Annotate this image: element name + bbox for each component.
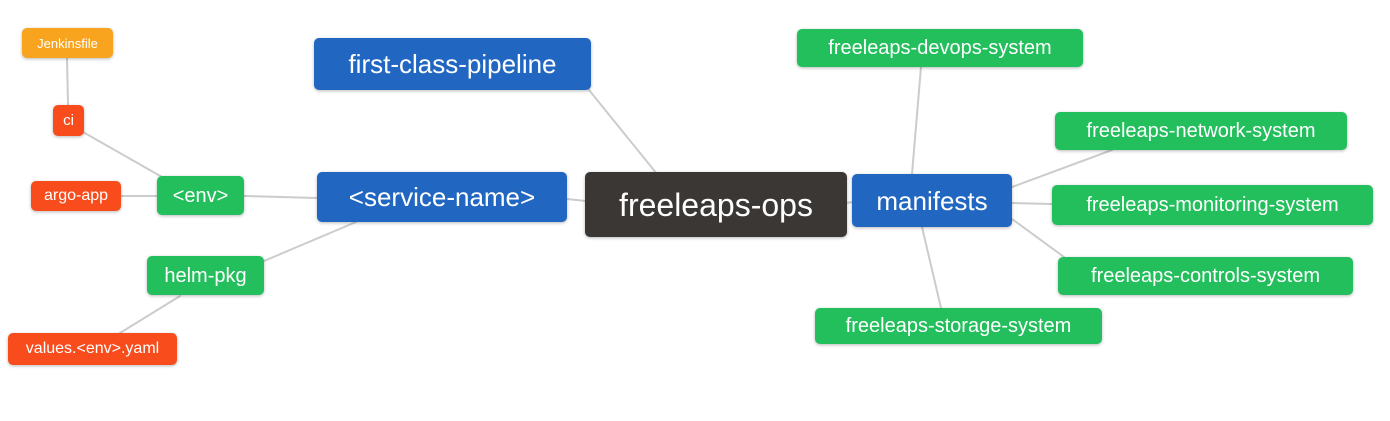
node-label: freeleaps-network-system xyxy=(1086,120,1316,142)
edge-manifests-freeleaps-devops-system xyxy=(911,66,922,175)
node-freeleaps-monitoring-system[interactable]: freeleaps-monitoring-system xyxy=(1052,185,1373,225)
node-label: freeleaps-ops xyxy=(619,186,813,223)
node-jenkinsfile[interactable]: Jenkinsfile xyxy=(22,28,113,58)
edge-values-env-yaml-helm-pkg xyxy=(119,295,181,334)
edge-manifests-freeleaps-network-system xyxy=(1011,149,1113,188)
node-freeleaps-network-system[interactable]: freeleaps-network-system xyxy=(1055,112,1347,150)
node-manifests[interactable]: manifests xyxy=(852,174,1012,227)
edge-manifests-freeleaps-monitoring-system xyxy=(1011,202,1053,205)
node-label: ci xyxy=(63,112,74,129)
node-freeleaps-controls-system[interactable]: freeleaps-controls-system xyxy=(1058,257,1353,295)
node-label: <service-name> xyxy=(348,182,536,212)
edge-jenkinsfile-ci xyxy=(66,57,69,106)
node-freeleaps-ops[interactable]: freeleaps-ops xyxy=(585,172,847,237)
node-label: freeleaps-controls-system xyxy=(1091,265,1320,287)
node-label: argo-app xyxy=(43,187,109,204)
node-label: first-class-pipeline xyxy=(348,49,557,79)
node-label: helm-pkg xyxy=(164,264,247,287)
node-freeleaps-storage-system[interactable]: freeleaps-storage-system xyxy=(815,308,1102,344)
node-first-class-pipeline[interactable]: first-class-pipeline xyxy=(314,38,591,90)
edge-service-name-freeleaps-ops xyxy=(566,198,587,202)
node-label: <env> xyxy=(172,184,229,207)
node-label: manifests xyxy=(876,185,988,216)
edge-manifests-freeleaps-storage-system xyxy=(921,226,942,309)
node-helm-pkg[interactable]: helm-pkg xyxy=(147,256,264,295)
node-values-env-yaml[interactable]: values.<env>.yaml xyxy=(8,333,177,365)
edge-env-service-name xyxy=(243,195,318,199)
node-label: values.<env>.yaml xyxy=(25,340,160,357)
edge-helm-pkg-service-name xyxy=(263,221,357,262)
edge-ci-env xyxy=(82,131,163,178)
node-freeleaps-devops-system[interactable]: freeleaps-devops-system xyxy=(797,29,1083,67)
node-label: freeleaps-monitoring-system xyxy=(1086,194,1339,216)
node-label: freeleaps-storage-system xyxy=(845,315,1072,337)
node-label: Jenkinsfile xyxy=(37,35,98,51)
node-label: freeleaps-devops-system xyxy=(828,37,1052,59)
edge-first-class-pipeline-freeleaps-ops xyxy=(588,89,658,175)
node-ci[interactable]: ci xyxy=(53,105,84,136)
node-service-name[interactable]: <service-name> xyxy=(317,172,567,222)
node-argo-app[interactable]: argo-app xyxy=(31,181,121,211)
node-env[interactable]: <env> xyxy=(157,176,244,215)
